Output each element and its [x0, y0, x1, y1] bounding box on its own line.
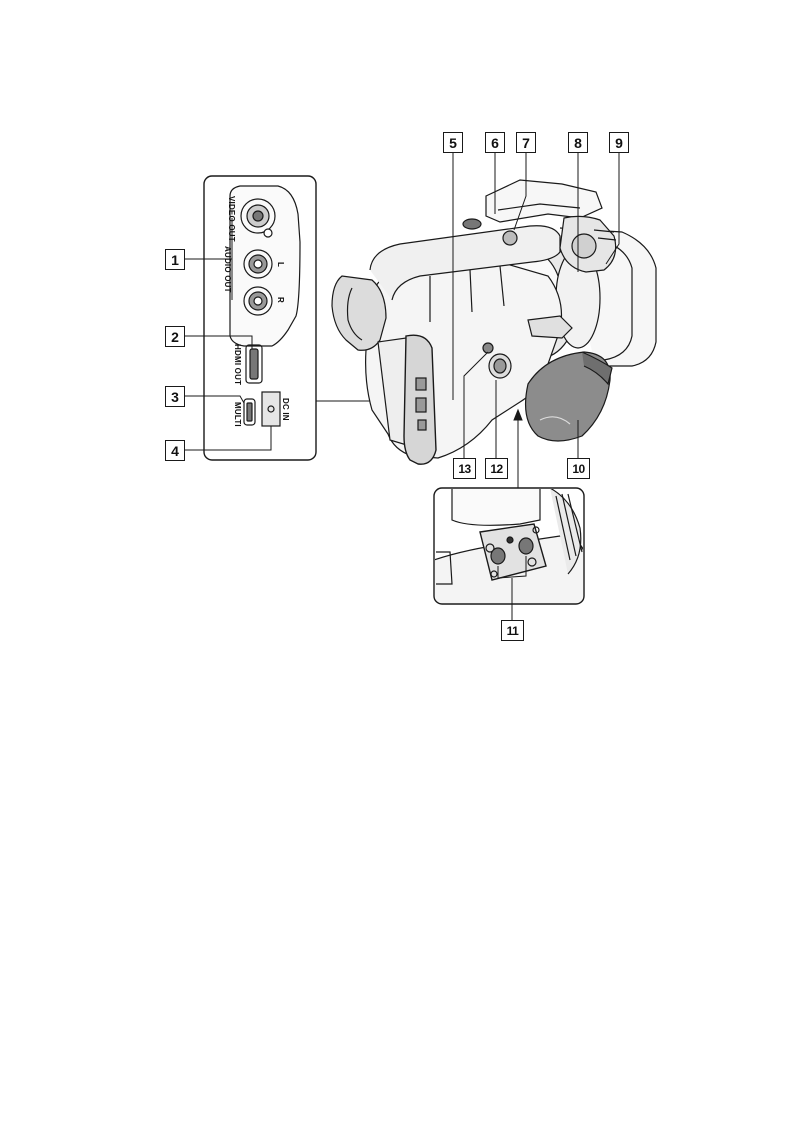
label-audio-out: AUDIO OUT	[223, 246, 232, 293]
callout-5: 5	[443, 132, 463, 153]
callout-10: 10	[567, 458, 590, 479]
terminal-panel-inset	[204, 176, 316, 460]
callout-4: 4	[165, 440, 185, 461]
label-hdmi-out: HDMI OUT	[233, 344, 242, 385]
callout-2: 2	[165, 326, 185, 347]
callout-7: 7	[516, 132, 536, 153]
dc-in-jack	[262, 392, 280, 426]
callout-1: 1	[165, 249, 185, 270]
callout-13: 13	[453, 458, 476, 479]
label-video-out: VIDEO OUT	[227, 196, 236, 242]
label-audio-r: R	[276, 297, 285, 303]
label-dc-in: DC IN	[281, 398, 290, 421]
camcorder-body	[332, 180, 656, 464]
bottom-tripod-inset	[434, 488, 586, 620]
callout-3: 3	[165, 386, 185, 407]
callout-12: 12	[485, 458, 508, 479]
callout-6: 6	[485, 132, 505, 153]
callout-8: 8	[568, 132, 588, 153]
label-audio-l: L	[276, 262, 285, 267]
callout-11: 11	[501, 620, 524, 641]
label-multi: MULTI	[233, 402, 242, 427]
callout-9: 9	[609, 132, 629, 153]
